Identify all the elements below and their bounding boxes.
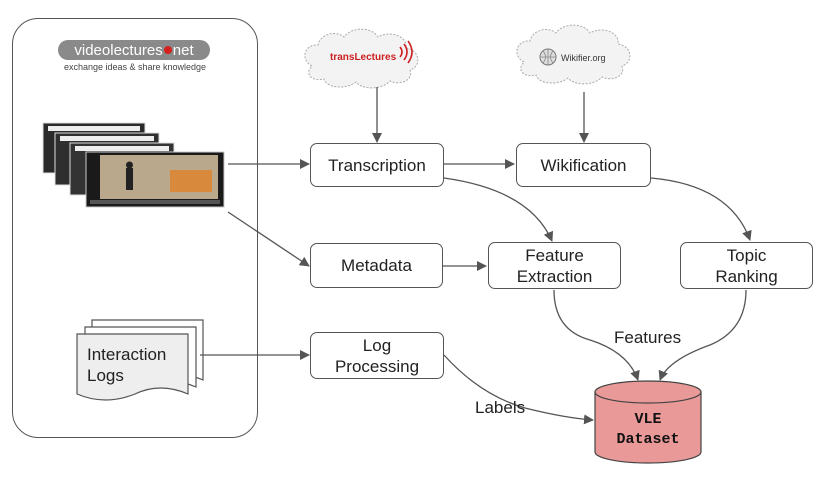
logo-dot-icon xyxy=(163,46,172,54)
wikifier-cloud-icon xyxy=(516,24,631,85)
interaction-logs-icon xyxy=(76,319,204,401)
wikifier-label: Wikifier.org xyxy=(561,53,606,63)
topic-ranking-node: Topic Ranking xyxy=(680,242,813,289)
logo-tagline: exchange ideas & share knowledge xyxy=(63,62,207,72)
edge-logprocessing-to-dataset xyxy=(443,354,594,425)
edges xyxy=(200,87,752,425)
edge-featureextraction-to-dataset xyxy=(553,289,640,381)
translectures-label: transLectures xyxy=(330,52,397,63)
source-panel xyxy=(12,18,258,438)
transcription-node: Transcription xyxy=(310,143,444,187)
logo-text: videolectures xyxy=(74,41,163,59)
edge-topicranking-to-dataset xyxy=(658,289,747,381)
labels-edge-label: Labels xyxy=(475,398,526,417)
edge-transcription-to-featureextraction xyxy=(443,177,554,242)
logo-suffix: net xyxy=(172,41,194,59)
features-edge-label: Features xyxy=(614,328,682,347)
feature-extraction-node: Feature Extraction xyxy=(488,242,621,289)
video-screenshots-icon xyxy=(42,122,225,208)
edge-video-to-metadata xyxy=(227,211,310,267)
translectures-cloud-icon xyxy=(304,28,419,89)
vle-dataset-label: VLE Dataset xyxy=(616,411,680,448)
interaction-logs-label: Interaction Logs xyxy=(87,345,167,385)
log-processing-node: Log Processing xyxy=(310,332,444,379)
edge-wikification-to-topicranking xyxy=(650,177,752,241)
metadata-node: Metadata xyxy=(310,243,443,288)
videolectures-logo: videolectures net xyxy=(58,40,210,60)
vle-dataset-cylinder xyxy=(594,380,702,464)
wikification-node: Wikification xyxy=(516,143,651,187)
